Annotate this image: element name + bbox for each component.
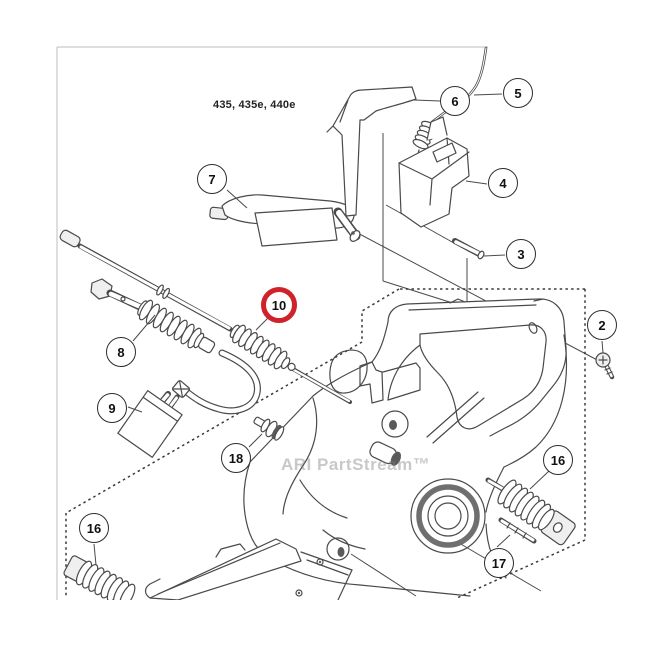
callout-16-right[interactable]: 16	[543, 445, 573, 475]
watermark: ARI PartStream™	[281, 455, 431, 474]
fuel-hose-assembly	[90, 278, 261, 415]
protective-bellows	[229, 324, 296, 371]
throttle-rod	[59, 229, 352, 404]
callout-10[interactable]: 10	[261, 287, 297, 323]
callout-3[interactable]: 3	[506, 239, 536, 269]
damper-pin	[498, 517, 537, 544]
fuel-filter	[117, 390, 183, 458]
callout-7[interactable]: 7	[197, 164, 227, 194]
handle-molding	[144, 538, 353, 600]
vibration-damper-spring-left	[63, 555, 136, 600]
trigger-bracket	[398, 116, 470, 228]
trigger-pin	[452, 238, 485, 260]
callout-leader-lines	[93, 93, 604, 566]
assembly-boundary-dashed	[65, 288, 586, 599]
callout-18[interactable]: 18	[221, 443, 251, 473]
callout-5[interactable]: 5	[503, 78, 533, 108]
callout-9[interactable]: 9	[97, 393, 127, 423]
callout-2[interactable]: 2	[587, 310, 617, 340]
callout-6[interactable]: 6	[440, 86, 470, 116]
grommet	[253, 416, 285, 441]
throttle-lockout-lever	[326, 86, 417, 217]
viewport-border	[56, 46, 488, 600]
callout-8[interactable]: 8	[106, 337, 136, 367]
model-title: 435, 435e, 440e	[213, 99, 296, 111]
callout-17[interactable]: 17	[484, 548, 514, 578]
vibration-damper-spring-right	[485, 477, 576, 546]
callout-16-bottom[interactable]: 16	[79, 513, 109, 543]
cylinder-bore	[410, 478, 486, 554]
throttle-trigger	[209, 194, 361, 247]
screw	[595, 352, 615, 380]
callout-4[interactable]: 4	[488, 168, 518, 198]
